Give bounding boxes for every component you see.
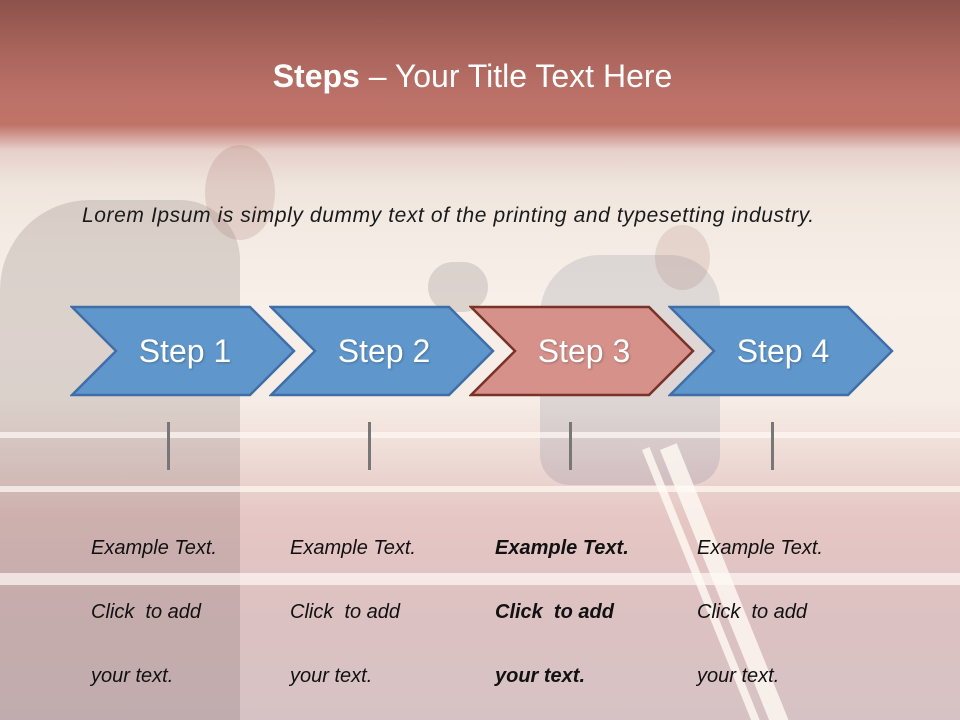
title-rest: – Your Title Text Here — [359, 58, 673, 94]
desc-line: Click to add — [697, 601, 808, 623]
connector-line — [368, 422, 371, 470]
desc-line: Example Text. — [697, 537, 823, 559]
desc-line: your text. — [91, 665, 174, 687]
desc-line: Example Text. — [290, 537, 416, 559]
step-3-description[interactable]: Example Text. Click to add your text. — [495, 500, 670, 720]
desc-line: your text. — [697, 665, 780, 687]
background-runner-image — [0, 200, 240, 720]
background-runner-image — [428, 262, 488, 312]
background-runner-head — [205, 145, 275, 240]
step-label: Step 4 — [736, 332, 830, 369]
step-label: Step 1 — [138, 332, 232, 369]
step-2-chevron[interactable]: Step 2 — [269, 305, 495, 397]
desc-line: Click to add — [91, 601, 202, 623]
connector-line — [167, 422, 170, 470]
step-4-description[interactable]: Example Text. Click to add your text. — [697, 500, 872, 720]
desc-line: Click to add — [495, 601, 614, 623]
desc-line: Example Text. — [91, 537, 217, 559]
intro-text[interactable]: Lorem Ipsum is simply dummy text of the … — [82, 204, 815, 227]
background-runner-head — [655, 225, 710, 290]
slide-title[interactable]: Steps – Your Title Text Here — [0, 56, 945, 96]
title-bold: Steps — [272, 58, 360, 94]
step-2-description[interactable]: Example Text. Click to add your text. — [290, 500, 465, 720]
step-label: Step 3 — [537, 332, 631, 369]
chevron-shape-icon — [70, 305, 296, 397]
track-line — [0, 432, 960, 438]
step-1-chevron[interactable]: Step 1 — [70, 305, 296, 397]
desc-line: Click to add — [290, 601, 401, 623]
step-label: Step 2 — [337, 332, 431, 369]
step-1-description[interactable]: Example Text. Click to add your text. — [91, 500, 266, 720]
chevron-shape-icon — [269, 305, 495, 397]
desc-line: your text. — [495, 665, 586, 687]
desc-line: Example Text. — [495, 537, 629, 559]
step-3-chevron[interactable]: Step 3 — [469, 305, 695, 397]
connector-line — [771, 422, 774, 470]
chevron-shape-icon — [469, 305, 695, 397]
track-line — [0, 486, 960, 492]
desc-line: your text. — [290, 665, 373, 687]
chevron-shape-icon — [668, 305, 894, 397]
step-4-chevron[interactable]: Step 4 — [668, 305, 894, 397]
connector-line — [569, 422, 572, 470]
